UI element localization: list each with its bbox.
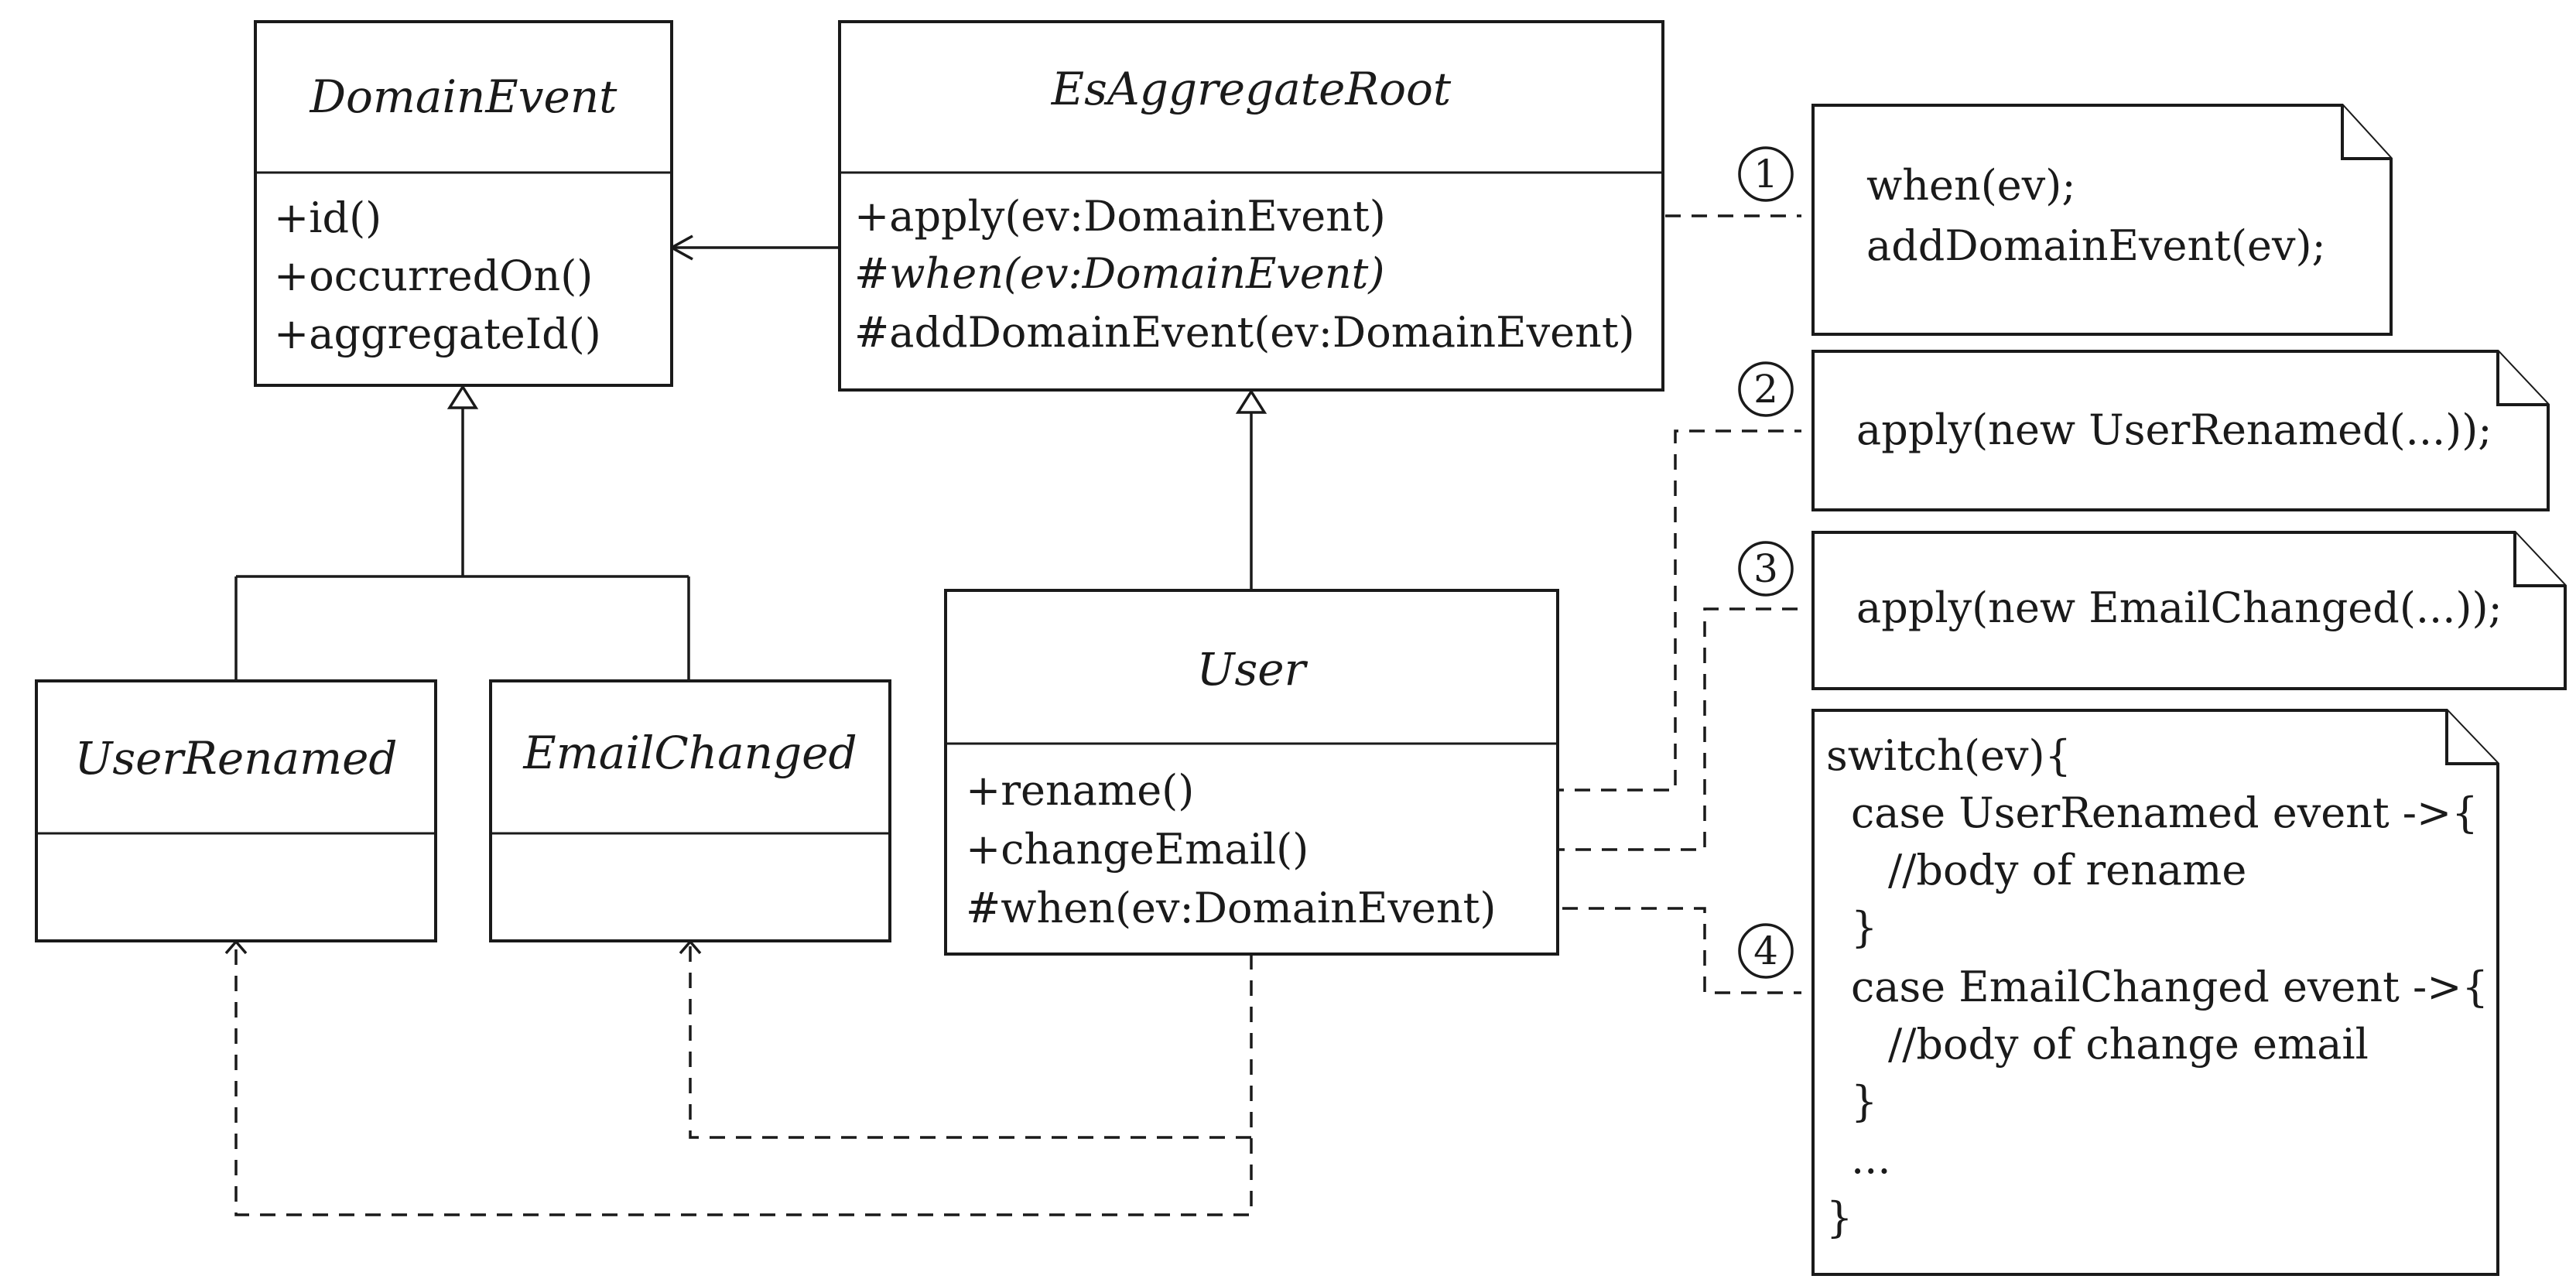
class-name: EsAggregateRoot [1051,63,1452,115]
inheritance-triangle [446,384,479,409]
note-line: //body of change email [1888,1020,2369,1069]
note-1[interactable]: when(ev); addDomainEvent(ev); [1811,104,2393,336]
note-number-1: 1 [1738,146,1794,202]
class-domainevent[interactable]: DomainEvent +id() +occurredOn() +aggrega… [254,20,673,387]
class-userrenamed[interactable]: UserRenamed [35,679,437,942]
note-3[interactable]: apply(new EmailChanged(...)); [1811,531,2567,690]
svg-text:3: 3 [1753,546,1778,591]
note-number-2: 2 [1738,361,1794,417]
class-member: #when(ev:DomainEvent) [966,884,1496,932]
class-member: +rename() [966,766,1194,815]
dependency-user-events [224,939,1253,1216]
note-2[interactable]: apply(new UserRenamed(...)); [1811,350,2550,511]
svg-text:1: 1 [1753,152,1778,197]
class-name: User [1197,643,1309,696]
class-member: #when(ev:DomainEvent) [854,249,1384,298]
note-line: } [1826,1193,1852,1242]
class-name: DomainEvent [310,70,618,123]
class-member: +id() [274,193,381,242]
class-user[interactable]: User +rename() +changeEmail() #when(ev:D… [944,589,1559,956]
association-esaggregateroot-domainevent [669,234,840,261]
class-member: +apply(ev:DomainEvent) [854,192,1386,241]
class-emailchanged[interactable]: EmailChanged [489,679,891,942]
generalization-events-domainevent [234,384,690,681]
note-line: ... [1851,1134,1891,1183]
class-esaggregateroot[interactable]: EsAggregateRoot +apply(ev:DomainEvent) #… [838,20,1664,392]
note-4[interactable]: switch(ev){ case UserRenamed event ->{ /… [1811,709,2499,1276]
class-member: +aggregateId() [274,310,601,358]
note-line: apply(new EmailChanged(...)); [1856,583,2502,632]
class-name: UserRenamed [74,732,397,785]
note-line: } [1851,903,1877,952]
note-line: } [1851,1077,1877,1126]
generalization-user-esaggregateroot [1235,388,1267,590]
class-member: #addDomainEvent(ev:DomainEvent) [854,308,1635,357]
note-line: apply(new UserRenamed(...)); [1856,405,2492,454]
svg-text:2: 2 [1753,367,1778,412]
class-name: EmailChanged [522,727,857,779]
svg-text:4: 4 [1753,929,1778,973]
note-number-4: 4 [1738,923,1794,979]
note-line: when(ev); [1866,161,2076,210]
note-line: //body of rename [1888,846,2246,894]
inheritance-triangle [1235,388,1267,414]
note-line: addDomainEvent(ev); [1866,221,2326,270]
note-line: case EmailChanged event ->{ [1851,963,2489,1011]
class-member: +occurredOn() [274,251,593,300]
note-number-3: 3 [1738,541,1794,597]
note-line: switch(ev){ [1826,731,2071,780]
class-member: +changeEmail() [966,825,1309,874]
note-line: case UserRenamed event ->{ [1851,788,2479,837]
